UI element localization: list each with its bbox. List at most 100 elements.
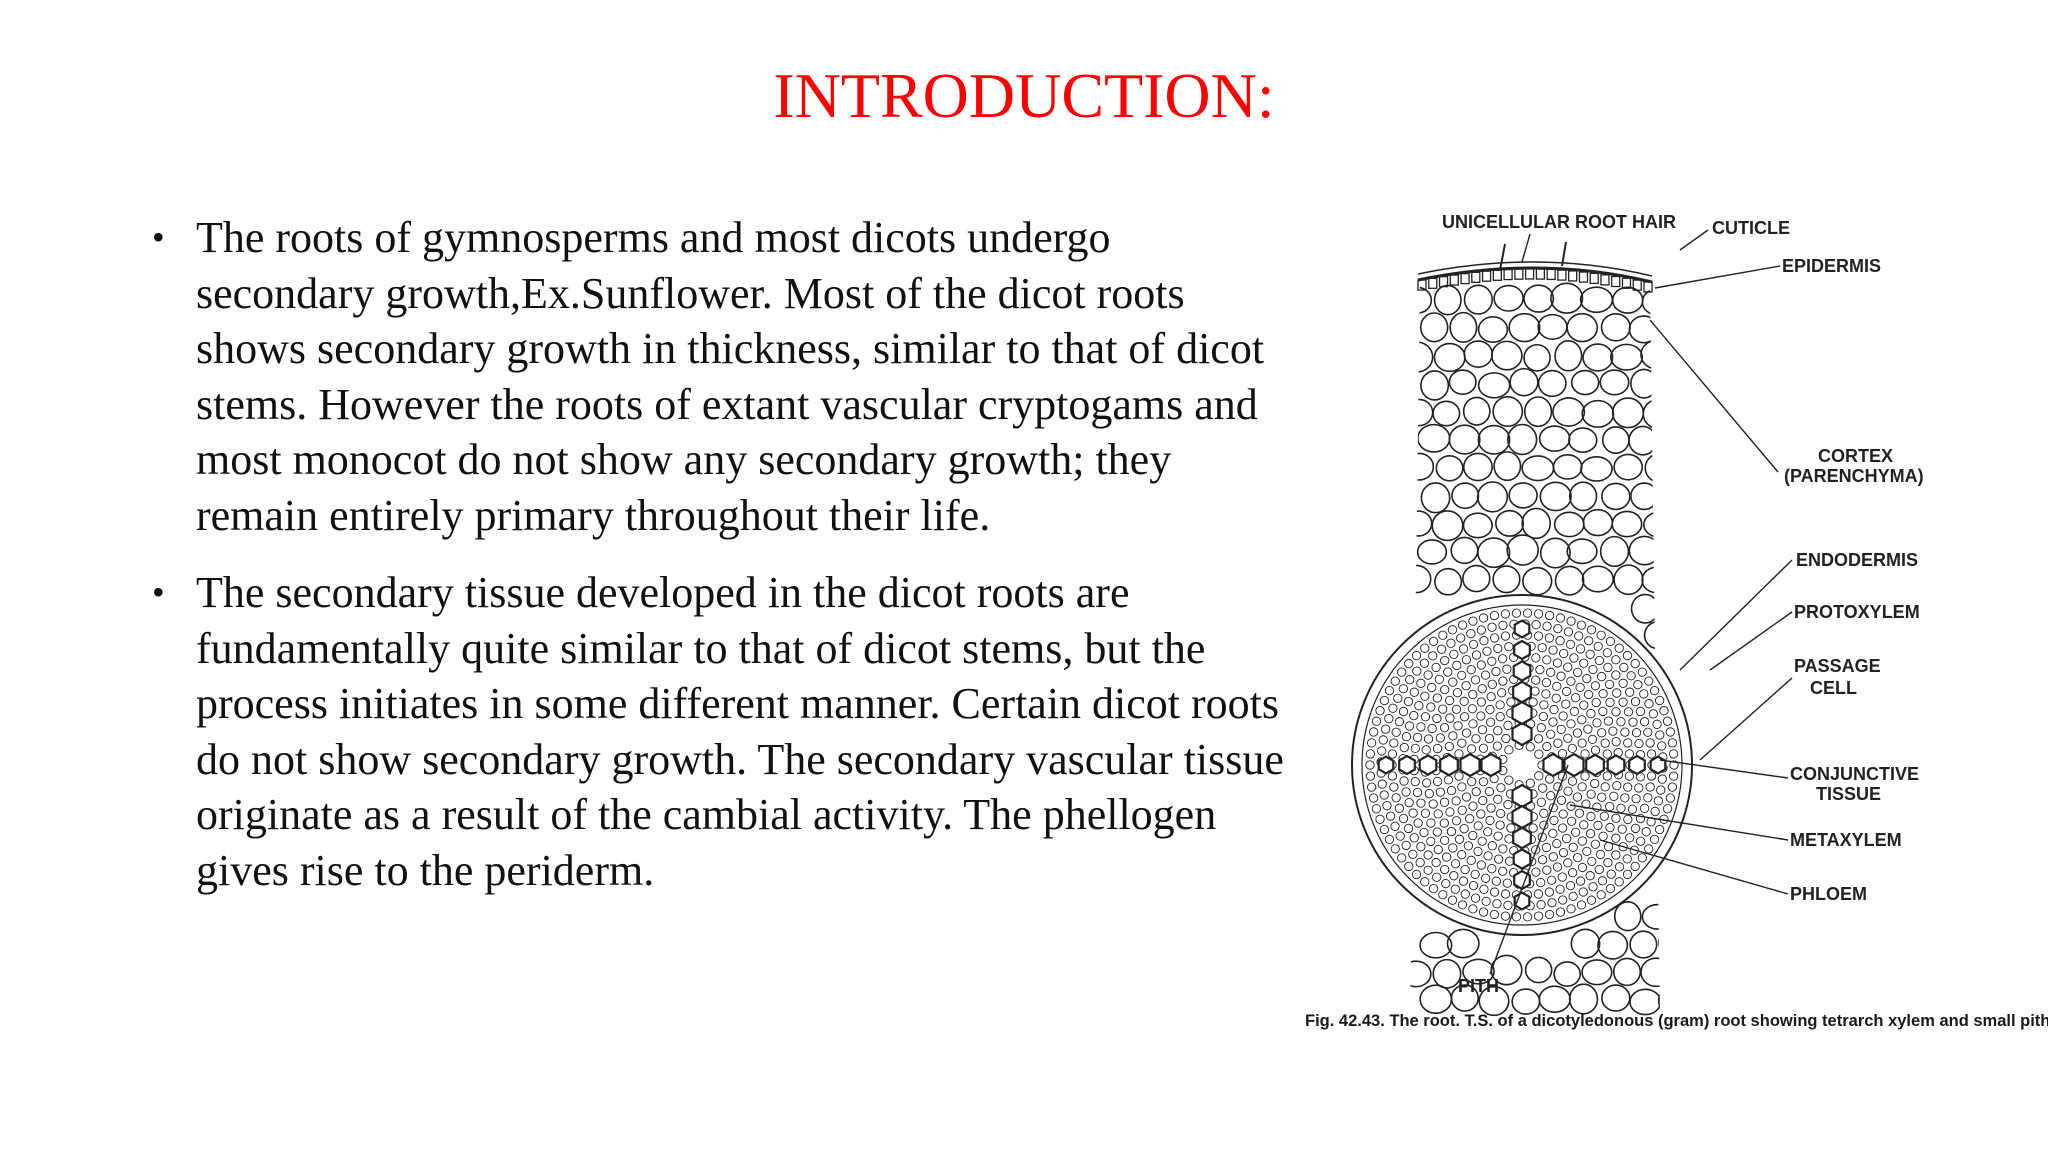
stele-cell [1464, 814, 1475, 824]
stele-cell [1587, 856, 1597, 867]
stele-cell [1394, 803, 1405, 813]
stele-cell [1473, 846, 1483, 857]
stele-cell [1398, 813, 1409, 824]
stele-cell [1479, 636, 1489, 646]
stele-cell [1378, 735, 1388, 745]
stele-cell [1486, 803, 1496, 813]
cortex-cell [1628, 425, 1658, 456]
cortex-cell [1435, 454, 1464, 482]
stele-cell [1461, 681, 1471, 691]
epidermal-cell [1438, 276, 1449, 288]
stele-cell [1576, 900, 1587, 910]
epidermal-cell [1600, 274, 1610, 286]
stele-cell [1553, 623, 1563, 634]
stele-cell [1597, 792, 1607, 802]
stele-cell [1578, 887, 1588, 897]
cortex-cell [1641, 566, 1660, 594]
bullet-item: • The secondary tissue developed in the … [148, 565, 1298, 898]
cortex-cell [1462, 958, 1495, 985]
stele-cell [1441, 852, 1452, 862]
stele-cell [1432, 693, 1442, 703]
epidermal-cell [1428, 277, 1438, 289]
stele-cell [1563, 733, 1573, 743]
stele-cell [1522, 912, 1533, 922]
root-cross-section-figure: UNICELLULAR ROOT HAIR CUTICLE EPIDERMIS … [1300, 200, 2040, 1060]
stele-cell [1525, 742, 1535, 752]
stele-cell [1477, 684, 1487, 694]
cortex-cell [1581, 399, 1615, 428]
stele-cell [1431, 857, 1441, 868]
cortex-cell [1600, 313, 1631, 342]
stele-cell [1466, 744, 1477, 754]
xylem-vessel [1542, 752, 1564, 778]
stele-cell [1427, 682, 1437, 693]
stele-cell [1470, 869, 1480, 880]
stele-cell [1561, 699, 1571, 709]
stele-cell [1435, 787, 1446, 797]
stele-cell [1566, 676, 1576, 686]
cuticle-outline [1417, 261, 1653, 277]
stele-cell [1603, 857, 1613, 868]
stele-cell [1566, 816, 1577, 826]
stele-cell [1432, 827, 1442, 837]
stele-cell [1468, 719, 1478, 729]
label-phloem: PHLOEM [1790, 884, 1867, 904]
stele-cell [1533, 911, 1544, 921]
cortex-cell [1410, 286, 1433, 314]
stele-cell [1637, 853, 1647, 863]
cortex-cell [1628, 535, 1660, 566]
stele-cell [1448, 677, 1458, 687]
stele-cell [1649, 685, 1660, 696]
cortex-cell [1658, 928, 1660, 956]
stele-cell [1366, 782, 1377, 792]
cortex-cell [1599, 369, 1630, 396]
stele-cell [1447, 895, 1458, 905]
stele-cell [1382, 801, 1392, 811]
cortex-cell [1657, 537, 1660, 565]
stele-cell [1404, 658, 1414, 669]
stele-cell [1419, 658, 1430, 668]
stele-cell [1563, 786, 1573, 796]
stele-cell [1409, 710, 1419, 721]
stele-cell [1603, 662, 1613, 673]
stele-cell [1457, 782, 1467, 792]
stele-cell [1645, 782, 1655, 792]
stele-cell [1478, 795, 1488, 806]
stele-cell [1457, 805, 1467, 815]
stele-cell [1491, 876, 1502, 886]
stele-cell [1487, 679, 1497, 689]
stele-cell [1577, 782, 1587, 792]
stele-cell [1556, 724, 1566, 735]
stele-cell [1656, 785, 1666, 795]
stele-cell [1626, 671, 1636, 681]
stele-cell [1390, 676, 1400, 686]
stele-cell [1580, 749, 1590, 759]
leader-line [1654, 265, 1781, 289]
stele-cell [1420, 691, 1430, 701]
stele-cell [1525, 778, 1535, 788]
stele-cell [1531, 845, 1541, 855]
stele-cell [1485, 704, 1495, 715]
stele-cell [1620, 793, 1630, 803]
stele-cell [1611, 813, 1621, 823]
stele-cell [1572, 728, 1583, 738]
stele-cell [1454, 834, 1465, 844]
stele-cell [1420, 712, 1431, 722]
stele-cell [1495, 712, 1505, 722]
stele-cell [1586, 811, 1596, 822]
label-leader-lines [1489, 229, 1793, 975]
stele-cell [1522, 608, 1533, 618]
stele-cell [1468, 639, 1479, 650]
stele-cell [1605, 883, 1616, 894]
epidermal-cell [1621, 277, 1632, 289]
stele-cell [1582, 673, 1592, 684]
stele-cell [1484, 786, 1495, 797]
stele-cell [1553, 738, 1563, 748]
stele-cell [1502, 878, 1512, 888]
cortex-cell [1410, 398, 1434, 427]
stele-cell [1388, 703, 1398, 713]
stele-cell [1572, 852, 1583, 863]
cortex-cell [1640, 339, 1660, 370]
cortex-cell [1449, 311, 1478, 343]
cortex-cell [1641, 903, 1660, 930]
